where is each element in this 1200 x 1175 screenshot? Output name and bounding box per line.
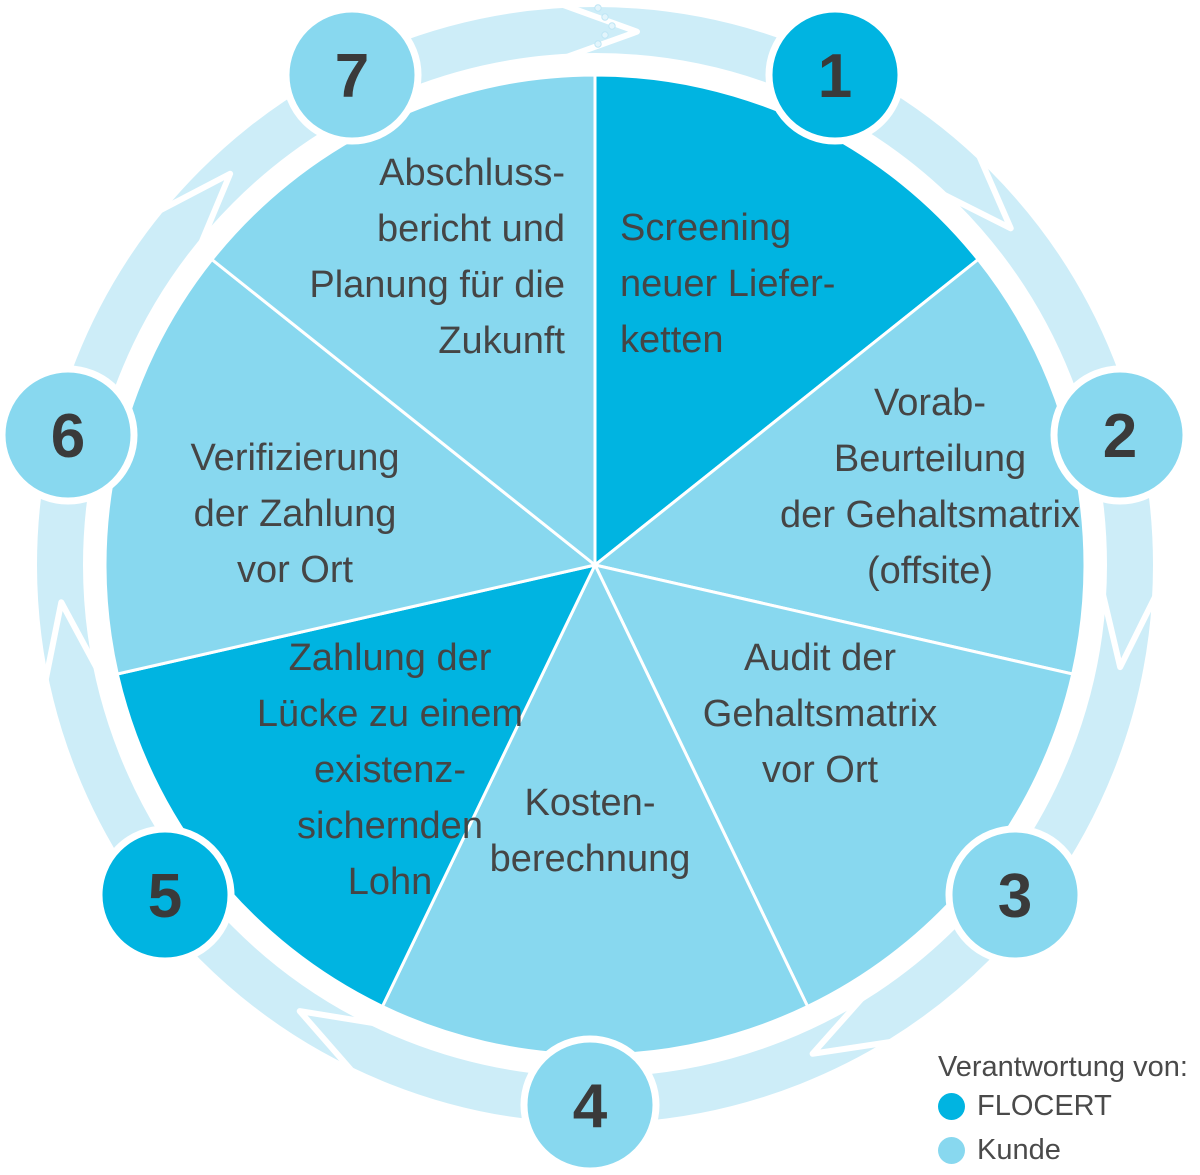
segment-label-line: der Zahlung: [194, 493, 397, 535]
segment-label-line: vor Ort: [237, 549, 354, 591]
segment-label-line: der Gehaltsmatrix: [780, 494, 1080, 536]
start-marker-dot: [601, 31, 609, 39]
legend-dot-flocert: [938, 1092, 965, 1120]
segment-label-line: bericht und: [377, 208, 565, 250]
step-badge-circle: [520, 1035, 660, 1175]
segment-label-line: Audit der: [744, 637, 896, 679]
segment-label-6: Verifizierung der Zahlung vor Ort: [190, 437, 399, 591]
ring-arrow-chevron: [559, 1, 640, 61]
step-badge-7: 7: [282, 5, 422, 145]
segment-pie: [103, 73, 1087, 1057]
step-badge-circle: [765, 5, 905, 145]
step-number-1: 1: [818, 42, 852, 111]
start-marker-dot: [594, 4, 602, 12]
start-marker-dot: [601, 13, 609, 21]
segment-label-line: Abschluss-: [379, 152, 565, 194]
step-number-6: 6: [51, 402, 85, 471]
segment-label-line: Planung für die: [309, 264, 565, 306]
legend: Verantwortung von: FLOCERT Kunde: [938, 1050, 1200, 1172]
legend-item-kunde: Kunde: [938, 1128, 1200, 1172]
step-number-7: 7: [335, 42, 369, 111]
segment-label-line: Lohn: [348, 861, 433, 903]
step-badges: 1 2 3 4 5 6 7: [0, 5, 1190, 1175]
step-number-3: 3: [998, 862, 1032, 931]
segment-label-line: (offsite): [867, 550, 993, 592]
segment-label-line: neuer Liefer-: [620, 263, 835, 305]
step-number-4: 4: [573, 1072, 608, 1141]
step-badge-circle: [945, 825, 1085, 965]
step-badge-circle: [0, 365, 138, 505]
segment-label-line: Zahlung der: [289, 637, 492, 679]
segment-label-line: Lücke zu einem: [257, 693, 523, 735]
segment-label-4: Kosten-berechnung: [490, 782, 691, 880]
segment-label-1: Screening neuer Liefer-ketten: [620, 207, 835, 361]
legend-item-flocert: FLOCERT: [938, 1084, 1200, 1128]
step-badge-2: 2: [1050, 365, 1190, 505]
legend-label-flocert: FLOCERT: [977, 1089, 1112, 1122]
ring-arrow-chevron: [809, 993, 894, 1057]
step-badge-3: 3: [945, 825, 1085, 965]
segment-label-line: Beurteilung: [834, 438, 1026, 480]
step-badge-4: 4: [520, 1035, 660, 1175]
segment-label-line: Kosten-: [525, 782, 656, 824]
segment-label-line: berechnung: [490, 838, 691, 880]
step-badge-6: 6: [0, 365, 138, 505]
step-badge-1: 1: [765, 5, 905, 145]
segment-label-line: existenz-: [314, 749, 466, 791]
segment-label-line: vor Ort: [762, 749, 879, 791]
segment-label-line: Screening: [620, 207, 791, 249]
start-marker-dot: [594, 40, 602, 48]
ring-arrow-chevron: [1099, 590, 1159, 671]
ring-arrow-chevron: [156, 170, 234, 247]
legend-title: Verantwortung von:: [938, 1051, 1188, 1083]
ring-arrow-chevron: [940, 152, 1014, 232]
step-badge-circle: [282, 5, 422, 145]
segment-label-line: ketten: [620, 319, 724, 361]
segment-label-line: sichernden: [297, 805, 483, 847]
legend-dot-kunde: [938, 1136, 965, 1164]
segment-label-line: Verifizierung: [190, 437, 399, 479]
start-marker-dot: [608, 22, 616, 30]
ring-arrow-chevron: [42, 599, 101, 683]
step-badge-circle: [1050, 365, 1190, 505]
step-number-5: 5: [148, 862, 182, 931]
segment-label-line: Gehaltsmatrix: [703, 693, 937, 735]
segment-label-line: Zukunft: [438, 320, 565, 362]
segment-label-line: Vorab-: [874, 382, 986, 424]
segment-label-2: Vorab- Beurteilung der Gehaltsmatrix (offsi…: [780, 382, 1080, 592]
step-badge-5: 5: [95, 825, 235, 965]
step-number-2: 2: [1103, 402, 1137, 471]
ring-arrow-chevron: [296, 1008, 377, 1075]
legend-label-kunde: Kunde: [977, 1133, 1061, 1166]
step-badge-circle: [95, 825, 235, 965]
